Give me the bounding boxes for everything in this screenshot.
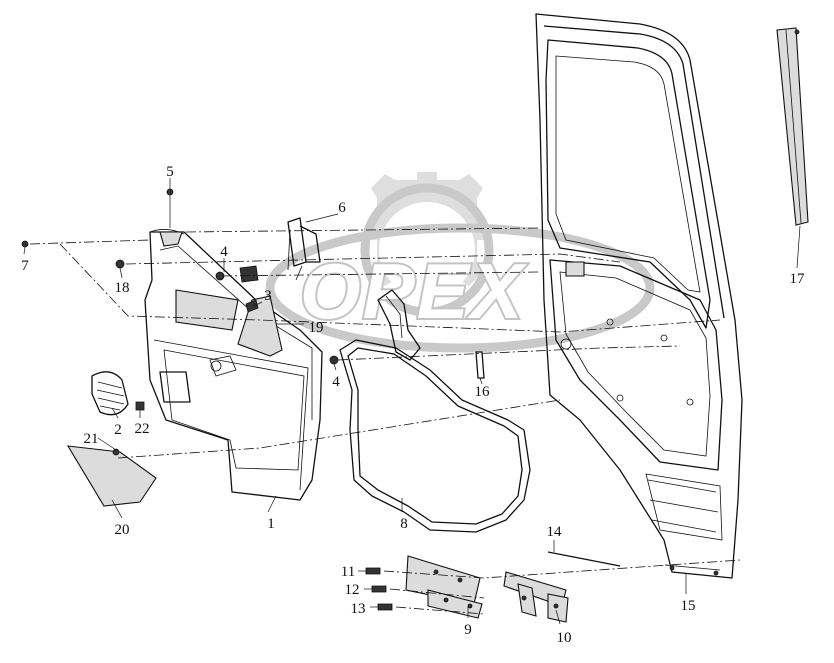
callout-4a: 4 — [220, 244, 228, 260]
alignment-lines — [29, 227, 741, 615]
part-9-hinge — [405, 555, 483, 619]
callout-5: 5 — [166, 164, 174, 180]
callout-6: 6 — [338, 200, 346, 216]
callout-9: 9 — [464, 622, 472, 638]
part-17-window-strip — [776, 27, 809, 226]
callout-12: 12 — [345, 582, 360, 598]
part-11-13-bolts — [365, 567, 393, 611]
callout-21: 21 — [84, 431, 99, 447]
part-8-door-seal — [339, 339, 531, 533]
callout-8: 8 — [400, 516, 408, 532]
callout-19: 19 — [309, 320, 324, 336]
part-20-mesh-pocket — [66, 445, 157, 507]
callout-16: 16 — [475, 384, 491, 400]
callout-3: 3 — [264, 288, 272, 304]
callout-13: 13 — [351, 601, 366, 617]
part-3-clip — [245, 299, 259, 313]
callout-22: 22 — [135, 421, 150, 437]
callout-15: 15 — [681, 598, 696, 614]
callout-17: 17 — [790, 271, 806, 287]
watermark-ring — [265, 223, 655, 353]
part-14-pin — [547, 551, 621, 567]
part-22-clip — [135, 401, 145, 411]
callout-7: 7 — [21, 258, 29, 274]
part-1-door-trim-panel — [144, 229, 323, 501]
callout-18: 18 — [115, 280, 130, 296]
leader-lines — [23, 178, 801, 625]
callout-2: 2 — [114, 422, 122, 438]
watermark-text: OPEX — [300, 247, 527, 335]
part-6-inner-handle-bracket — [287, 217, 321, 281]
part-10-hinge — [503, 571, 569, 623]
callout-10: 10 — [557, 630, 572, 646]
callout-1: 1 — [267, 516, 275, 532]
callout-labels: 1 2 3 4 4 5 6 7 8 9 10 11 12 13 14 15 16… — [21, 164, 805, 646]
callout-20: 20 — [115, 522, 130, 538]
part-18-fastener — [115, 259, 125, 269]
part-16-rod — [475, 351, 485, 379]
part-2-speaker-grille — [91, 371, 129, 416]
part-inner-handle — [377, 289, 421, 361]
callout-11: 11 — [341, 564, 355, 580]
callout-14: 14 — [547, 524, 563, 540]
callout-4b: 4 — [332, 374, 340, 390]
watermark-logo: OPEX — [265, 172, 655, 353]
part-7-fastener — [21, 240, 29, 248]
part-15-door-frame — [535, 13, 743, 579]
part-5-fastener — [166, 188, 174, 228]
